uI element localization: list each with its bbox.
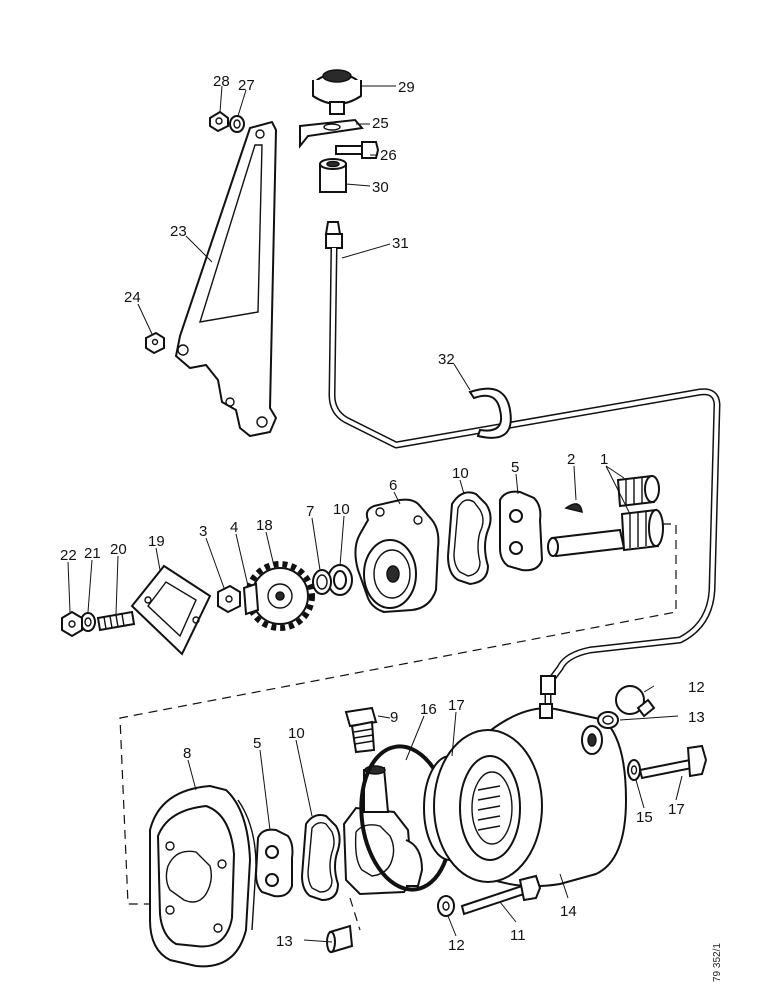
label-1: 1 bbox=[600, 451, 608, 468]
oil-seal-10-middle bbox=[327, 564, 353, 596]
drawing-reference-code: 79 352/1 bbox=[712, 943, 723, 982]
label-34: 31 bbox=[392, 235, 409, 252]
label-19: 16 bbox=[420, 701, 437, 718]
gasket-22 bbox=[130, 564, 212, 656]
assembly-line bbox=[119, 523, 677, 905]
assembly-line-short bbox=[349, 897, 361, 931]
filler-cap-15 bbox=[615, 685, 656, 718]
label-10-middle: 10 bbox=[333, 501, 350, 518]
pipe-clip-35 bbox=[468, 387, 512, 439]
label-25: 22 bbox=[60, 547, 77, 564]
label-10-lower: 10 bbox=[288, 725, 305, 742]
label-9: 9 bbox=[390, 709, 398, 726]
bolt-17 bbox=[638, 744, 708, 780]
nut-27 bbox=[145, 331, 165, 355]
circlip-7 bbox=[312, 569, 332, 595]
clip-28 bbox=[299, 118, 364, 149]
label-21: 18 bbox=[256, 517, 273, 534]
mounting-bracket bbox=[174, 120, 278, 438]
pump-housing-9-body bbox=[342, 765, 424, 896]
nut-25 bbox=[61, 610, 83, 638]
label-18: 15 bbox=[636, 809, 653, 826]
label-5-lower: 5 bbox=[253, 735, 261, 752]
gasket-10-lower bbox=[300, 814, 341, 902]
banjo-bolt-9 bbox=[344, 706, 378, 754]
label-6: 6 bbox=[389, 477, 397, 494]
tab-washer-4 bbox=[242, 582, 260, 616]
label-10-upper: 10 bbox=[452, 465, 469, 482]
label-28: 25 bbox=[372, 115, 389, 132]
oil-pipe-34 bbox=[324, 221, 721, 704]
spacer-plate-5-lower bbox=[254, 828, 294, 898]
bolt-11 bbox=[460, 874, 542, 916]
part-labels: 28 27 29 25 26 30 31 23 24 32 2 1 5 10 6… bbox=[60, 73, 705, 954]
label-14: 14 bbox=[560, 903, 577, 920]
label-30: 27 bbox=[238, 77, 255, 94]
label-13-visible: 13 bbox=[276, 933, 293, 950]
washer-18 bbox=[627, 759, 641, 781]
bolt-29 bbox=[335, 141, 380, 159]
label-7: 7 bbox=[306, 503, 314, 520]
washer-24 bbox=[80, 612, 96, 632]
nut-3 bbox=[217, 584, 241, 614]
washer-12 bbox=[437, 895, 455, 917]
label-23: 20 bbox=[110, 541, 127, 558]
stud-23 bbox=[96, 610, 136, 632]
label-33: 30 bbox=[372, 179, 389, 196]
label-2: 2 bbox=[567, 451, 575, 468]
label-12-visible: 12 bbox=[448, 937, 465, 954]
woodruff-key-2 bbox=[564, 503, 583, 513]
pump-cover-6 bbox=[354, 498, 440, 614]
label-26: 23 bbox=[170, 223, 187, 240]
gasket-10-upper bbox=[446, 491, 492, 586]
reservoir-14 bbox=[433, 703, 628, 888]
spacer-33 bbox=[319, 158, 347, 193]
label-3: 3 bbox=[199, 523, 207, 540]
label-16: 13 bbox=[688, 709, 705, 726]
label-35: 32 bbox=[438, 351, 455, 368]
label-20: 17 bbox=[448, 697, 465, 714]
label-24: 21 bbox=[84, 545, 101, 562]
sleeve-13 bbox=[326, 924, 354, 954]
label-17: 17 bbox=[668, 801, 685, 818]
spacer-plate-5-upper bbox=[499, 490, 544, 572]
label-11-visible: 11 bbox=[510, 927, 526, 944]
label-27: 24 bbox=[124, 289, 141, 306]
leader-lines bbox=[67, 85, 683, 943]
label-15: 12 bbox=[688, 679, 705, 696]
label-31: 28 bbox=[213, 73, 230, 90]
label-22: 19 bbox=[148, 533, 165, 550]
label-4: 4 bbox=[230, 519, 238, 536]
nut-31 bbox=[209, 110, 229, 133]
label-29: 26 bbox=[380, 147, 397, 164]
washer-16 bbox=[597, 711, 619, 729]
label-32: 29 bbox=[398, 79, 415, 96]
gear-shaft-1 bbox=[547, 474, 664, 558]
rubber-damper-32 bbox=[312, 69, 362, 115]
label-5-upper: 5 bbox=[511, 459, 519, 476]
washer-30 bbox=[229, 115, 245, 133]
label-8: 8 bbox=[183, 745, 191, 762]
pump-body-8 bbox=[149, 784, 257, 968]
